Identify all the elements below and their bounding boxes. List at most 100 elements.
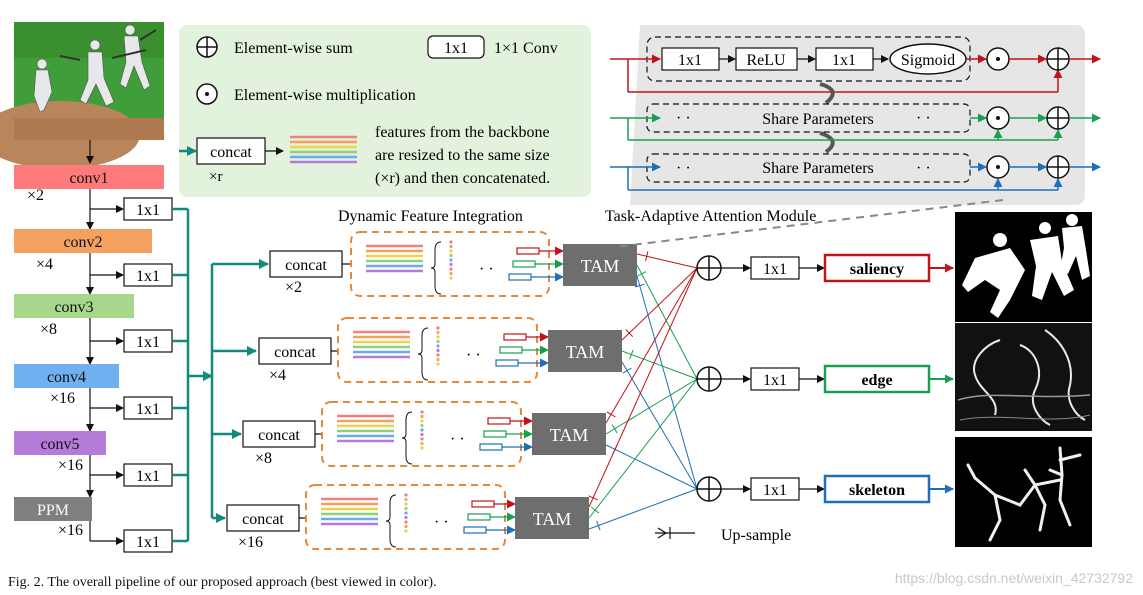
- tam-row3-dots-left: · ·: [676, 160, 691, 177]
- upsample-tick: [634, 283, 645, 288]
- dfi-dot: [449, 262, 453, 267]
- dfi-title: Dynamic Feature Integration: [338, 208, 523, 225]
- tam-block-label: TAM: [550, 425, 589, 445]
- legend-note-line-1: features from the backbone: [375, 124, 550, 141]
- dfi-dot: [404, 506, 408, 511]
- backbone-conv-label: 1x1: [136, 202, 160, 219]
- output-conv-label: 1x1: [763, 482, 787, 499]
- tam-block-label: TAM: [533, 509, 572, 529]
- tam-block: [548, 330, 622, 372]
- backbone-stage-scale: ×2: [27, 187, 44, 204]
- output-task-label: saliency: [850, 261, 904, 278]
- tam-module-panel: Task-Adaptive Attention Module 1x1 ReLU …: [605, 25, 1101, 248]
- dfi-dot: [436, 344, 440, 348]
- output-sum-icon: [696, 255, 722, 281]
- dfi-row-1: concat×2· ·TAM: [269, 231, 637, 297]
- cross-line: [621, 361, 698, 490]
- backbone-conv-label: 1x1: [136, 468, 160, 485]
- upsample-tick: [622, 367, 632, 374]
- backbone-stage-block: [14, 431, 106, 455]
- upsample-label: Up-sample: [721, 527, 791, 544]
- cross-line: [588, 378, 698, 519]
- dfi-dot: [404, 524, 408, 529]
- output-task-label: edge: [861, 372, 892, 389]
- dfi-row-2: concat×4· ·TAM: [258, 317, 622, 384]
- upsample-tick: [611, 424, 618, 434]
- tam-share-label-2: Share Parameters: [762, 160, 874, 177]
- dfi-dot: [436, 362, 440, 366]
- dfi-green-feature: [512, 260, 536, 268]
- dfi-dot: [436, 348, 440, 353]
- dfi-blue-feature: [479, 443, 503, 451]
- cross-line: [588, 267, 698, 508]
- backbone-conv-label: 1x1: [136, 268, 160, 285]
- dfi-dot: [436, 335, 440, 339]
- output-sum-icon: [696, 366, 722, 392]
- tam-row2-dots-right: · ·: [916, 110, 931, 127]
- dfi-ellipsis: · ·: [450, 431, 465, 448]
- dfi-dot: [449, 249, 453, 253]
- backbone-stage-label: conv5: [40, 436, 79, 453]
- tam-conv2-label: 1x1: [832, 52, 856, 69]
- output-task-label: skeleton: [849, 482, 905, 499]
- mult-symbol-icon: [196, 83, 218, 105]
- backbone-stage-label: conv1: [69, 170, 108, 187]
- cross-line: [588, 488, 698, 530]
- tam-block-label: TAM: [581, 256, 620, 276]
- sum-symbol-icon: [196, 36, 218, 58]
- dfi-dot: [449, 253, 453, 258]
- backbone-stage-block: [14, 497, 92, 521]
- dfi-dot: [404, 502, 408, 506]
- legend-note-line-2: are resized to the same size: [375, 147, 550, 164]
- dfi-dot: [420, 432, 424, 437]
- legend-panel: Element-wise sum 1x1 1×1 Conv Element-wi…: [179, 25, 591, 197]
- legend-concat-scale: ×r: [209, 169, 222, 185]
- legend-sum-label: Element-wise sum: [234, 40, 353, 57]
- tam-mult-icon-3: [986, 155, 1010, 179]
- output-task-box: [823, 364, 931, 394]
- tam-sigmoid-label: Sigmoid: [901, 52, 955, 69]
- legend-feature-stack: [290, 135, 357, 164]
- dfi-brace: [385, 494, 397, 548]
- upsample-tick: [606, 411, 616, 418]
- legend-conv-label: 1×1 Conv: [494, 40, 558, 57]
- dfi-concat-box: [258, 337, 332, 365]
- dfi-red-feature: [487, 417, 511, 425]
- dfi-red-feature: [503, 333, 527, 341]
- dfi-concat-label: concat: [258, 427, 300, 444]
- dfi-dot: [449, 258, 453, 262]
- dfi-dot: [420, 410, 424, 414]
- upsample-tick: [596, 520, 601, 531]
- backbone-stage-block: [14, 165, 164, 189]
- tam-conv1-label: 1x1: [678, 52, 702, 69]
- dfi-blue-feature: [495, 359, 519, 367]
- output-head-skeleton: 1x1 skeleton: [696, 474, 954, 504]
- figure-caption: Fig. 2. The overall pipeline of our prop…: [8, 575, 437, 590]
- backbone-stage-label: conv2: [63, 234, 102, 251]
- dfi-ellipsis: · ·: [466, 347, 481, 364]
- backbone-conv-label: 1x1: [136, 334, 160, 351]
- output-sum-icon: [696, 476, 722, 502]
- cross-line: [636, 275, 698, 490]
- backbone-stage-label: conv4: [47, 369, 86, 386]
- dfi-dot: [420, 428, 424, 432]
- dfi-brace: [417, 327, 429, 381]
- dfi-dot: [404, 511, 408, 515]
- backbone-stage-conv1: conv1 ×2 1x1: [14, 165, 173, 230]
- backbone-column: conv1×21x1conv2×41x1conv3×81x1conv4×161x…: [14, 140, 173, 553]
- cross-line: [605, 444, 698, 490]
- tam-block-label: TAM: [566, 342, 605, 362]
- upsample-tick: [588, 495, 598, 501]
- dfi-dot: [420, 441, 424, 446]
- dfi-ellipsis: · ·: [434, 514, 449, 531]
- tam-share-label-1: Share Parameters: [762, 111, 874, 128]
- upsample-tick: [645, 251, 649, 262]
- dfi-green-feature: [499, 346, 523, 354]
- backbone-stage-scale: ×8: [40, 321, 57, 338]
